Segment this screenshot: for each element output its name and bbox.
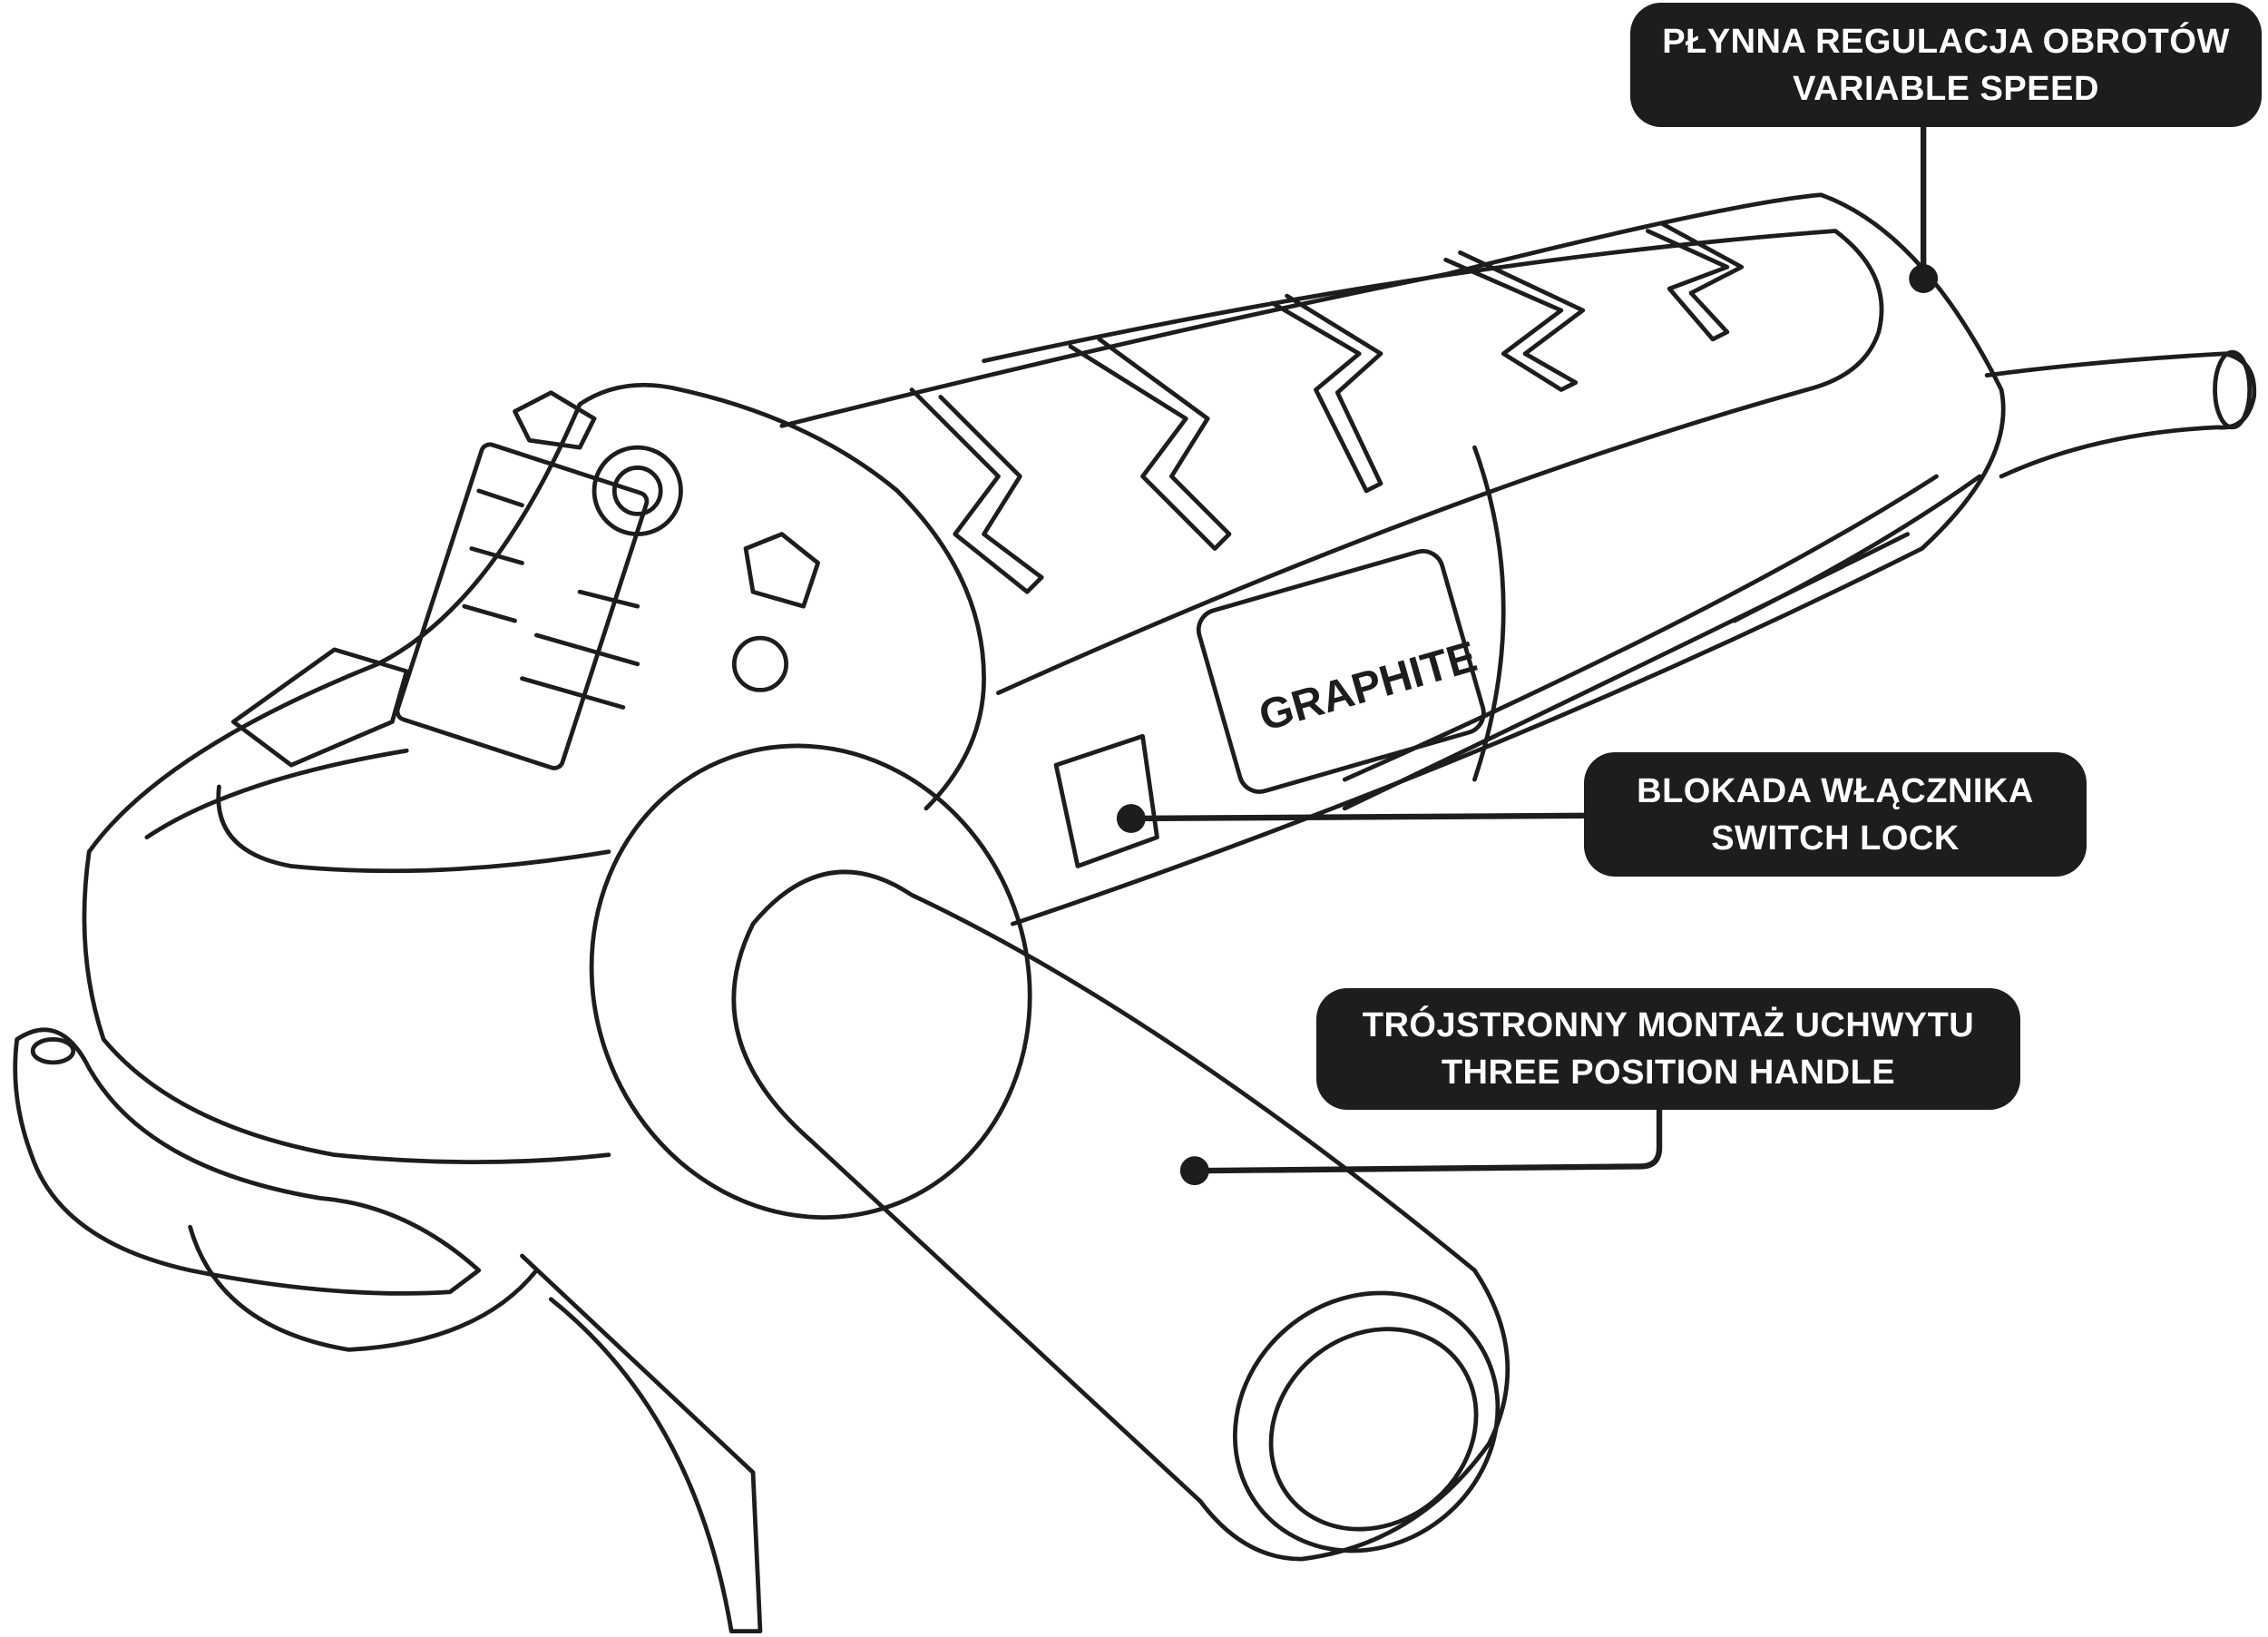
leader-lines	[1116, 123, 1939, 1186]
callout-switch-lock: BLOKADA WŁĄCZNIKA SWITCH LOCK	[1584, 752, 2087, 877]
callout-label-en: THREE POSITION HANDLE	[1441, 1054, 1896, 1092]
brand-logo: GRAPHITE	[1254, 632, 1482, 740]
callout-label-pl: TRÓJSTRONNY MONTAŻ UCHWYTU	[1362, 1006, 1975, 1044]
wheel-guard	[13, 1027, 482, 1296]
handle-mount-disc	[589, 743, 1032, 1220]
switch-lock-button	[1053, 733, 1159, 868]
vent-chevrons	[909, 221, 1745, 594]
callout-variable-speed: PŁYNNA REGULACJA OBROTÓW VARIABLE SPEED	[1630, 3, 2262, 127]
side-handle	[731, 869, 1510, 1562]
gear-head	[86, 382, 986, 854]
callout-label-pl: PŁYNNA REGULACJA OBROTÓW	[1662, 22, 2230, 61]
power-cord	[1984, 351, 2257, 479]
spindle-hole	[591, 445, 683, 536]
callout-three-position-handle: TRÓJSTRONNY MONTAŻ UCHWYTU THREE POSITIO…	[1316, 988, 2020, 1110]
callout-label-en: SWITCH LOCK	[1711, 818, 1960, 858]
callout-label-en: VARIABLE SPEED	[1793, 69, 2099, 108]
callout-label-pl: BLOKADA WŁĄCZNIKA	[1637, 771, 2034, 810]
